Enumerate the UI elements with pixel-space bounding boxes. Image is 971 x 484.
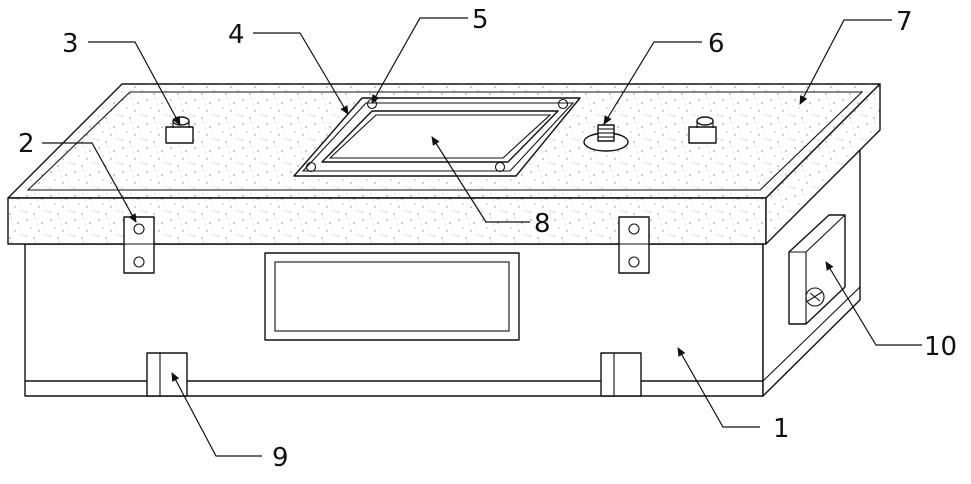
foot-right xyxy=(601,353,641,396)
callout-10: 10 xyxy=(924,332,957,362)
latch-right xyxy=(619,217,649,273)
callout-4: 4 xyxy=(228,20,245,50)
latch-left xyxy=(124,217,154,273)
callout-1: 1 xyxy=(773,414,790,444)
callout-3: 3 xyxy=(62,29,79,59)
callout-8: 8 xyxy=(534,209,551,239)
callout-5: 5 xyxy=(472,5,489,35)
callout-7: 7 xyxy=(896,7,913,37)
callout-9: 9 xyxy=(272,443,289,473)
callout-2: 2 xyxy=(18,129,35,159)
callout-6: 6 xyxy=(708,29,725,59)
